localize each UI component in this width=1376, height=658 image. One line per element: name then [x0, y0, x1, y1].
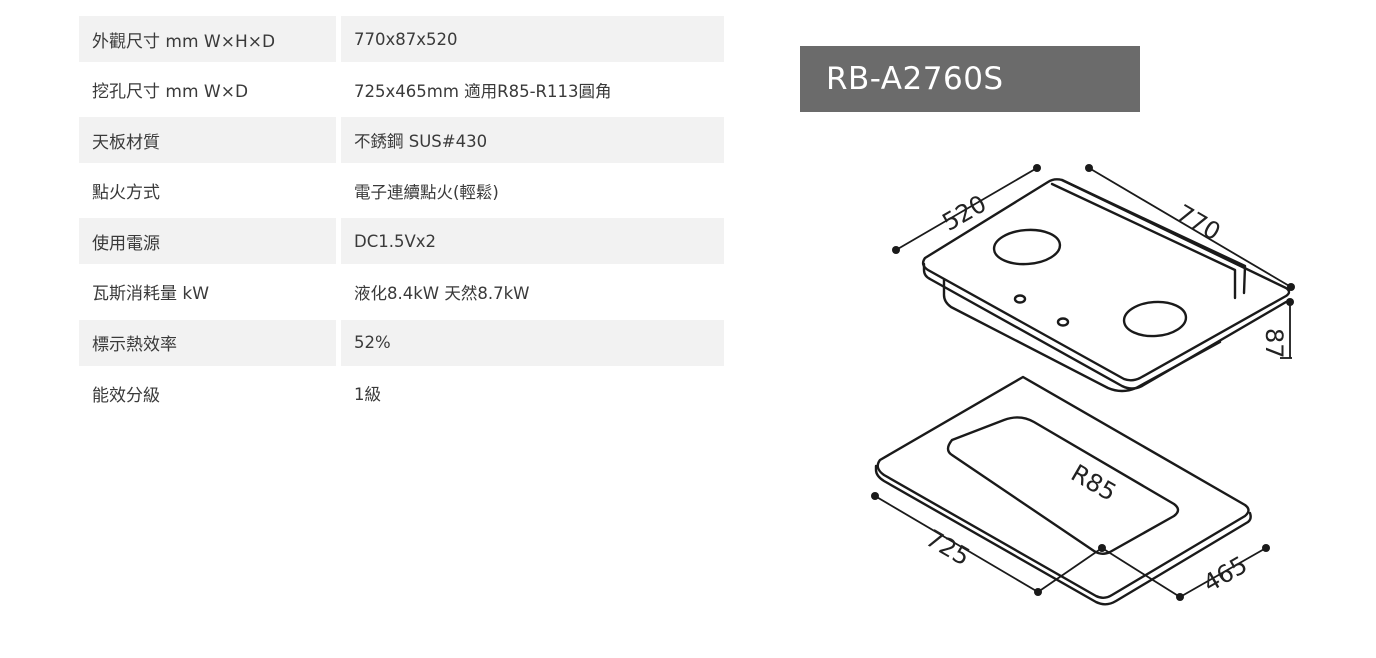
spec-row-material: 天板材質 不銹鋼 SUS#430 [79, 117, 724, 164]
spec-label: 能效分級 [92, 385, 160, 406]
spec-label: 外觀尺寸 mm W×H×D [79, 16, 336, 62]
dimension-cutout-depth-label: 465 [1198, 551, 1252, 598]
spec-value: 725x465mm 適用R85-R113圓角 [354, 81, 612, 101]
dimension-cutout-width-label: 725 [921, 524, 975, 571]
countertop-board [876, 375, 1250, 599]
cutout-opening [946, 416, 1180, 555]
dimension-width-label: 770 [1172, 199, 1226, 246]
spec-label: 使用電源 [79, 218, 336, 265]
spec-value: 電子連續點火(輕鬆) [354, 182, 499, 202]
model-name-badge: RB-A2760S [800, 46, 1140, 112]
cooktop-dimension-diagram: 520 770 87 725 465 R85 [871, 164, 1295, 606]
knob-icon [1056, 317, 1070, 327]
spec-value: 1級 [354, 385, 381, 405]
left-burner-icon [992, 228, 1062, 266]
spec-row-efficiency: 標示熱效率 52% [79, 319, 724, 366]
spec-table: 外觀尺寸 mm W×H×D 770x87x520 挖孔尺寸 mm W×D 725… [79, 16, 724, 421]
spec-label: 挖孔尺寸 mm W×D [92, 82, 249, 103]
spec-value: 不銹鋼 SUS#430 [341, 117, 724, 164]
spec-row-power: 使用電源 DC1.5Vx2 [79, 218, 724, 265]
dimension-depth-label: 520 [938, 190, 992, 237]
knob-icon [1013, 294, 1027, 304]
spec-value: DC1.5Vx2 [341, 218, 724, 265]
spec-label: 天板材質 [79, 117, 336, 164]
spec-value: 液化8.4kW 天然8.7kW [354, 283, 530, 303]
spec-row-dimensions: 外觀尺寸 mm W×H×D 770x87x520 [79, 16, 724, 62]
spec-label: 標示熱效率 [79, 319, 336, 366]
dimension-radius-label: R85 [1066, 459, 1121, 507]
spec-row-cutout: 挖孔尺寸 mm W×D 725x465mm 適用R85-R113圓角 [79, 67, 724, 113]
spec-row-ignition: 點火方式 電子連續點火(輕鬆) [79, 168, 724, 214]
spec-value: 52% [341, 319, 724, 366]
spec-row-gas-consumption: 瓦斯消耗量 kW 液化8.4kW 天然8.7kW [79, 269, 724, 315]
cooktop-body [942, 278, 1222, 393]
dimension-height-label: 87 [1260, 328, 1288, 359]
right-burner-icon [1122, 300, 1188, 338]
spec-value: 770x87x520 [341, 16, 724, 62]
spec-row-energy-grade: 能效分級 1級 [79, 370, 724, 416]
spec-label: 瓦斯消耗量 kW [92, 284, 210, 305]
cooktop-rear-rail [1050, 182, 1237, 300]
spec-label: 點火方式 [92, 183, 160, 204]
cooktop-top-plate [921, 178, 1291, 382]
